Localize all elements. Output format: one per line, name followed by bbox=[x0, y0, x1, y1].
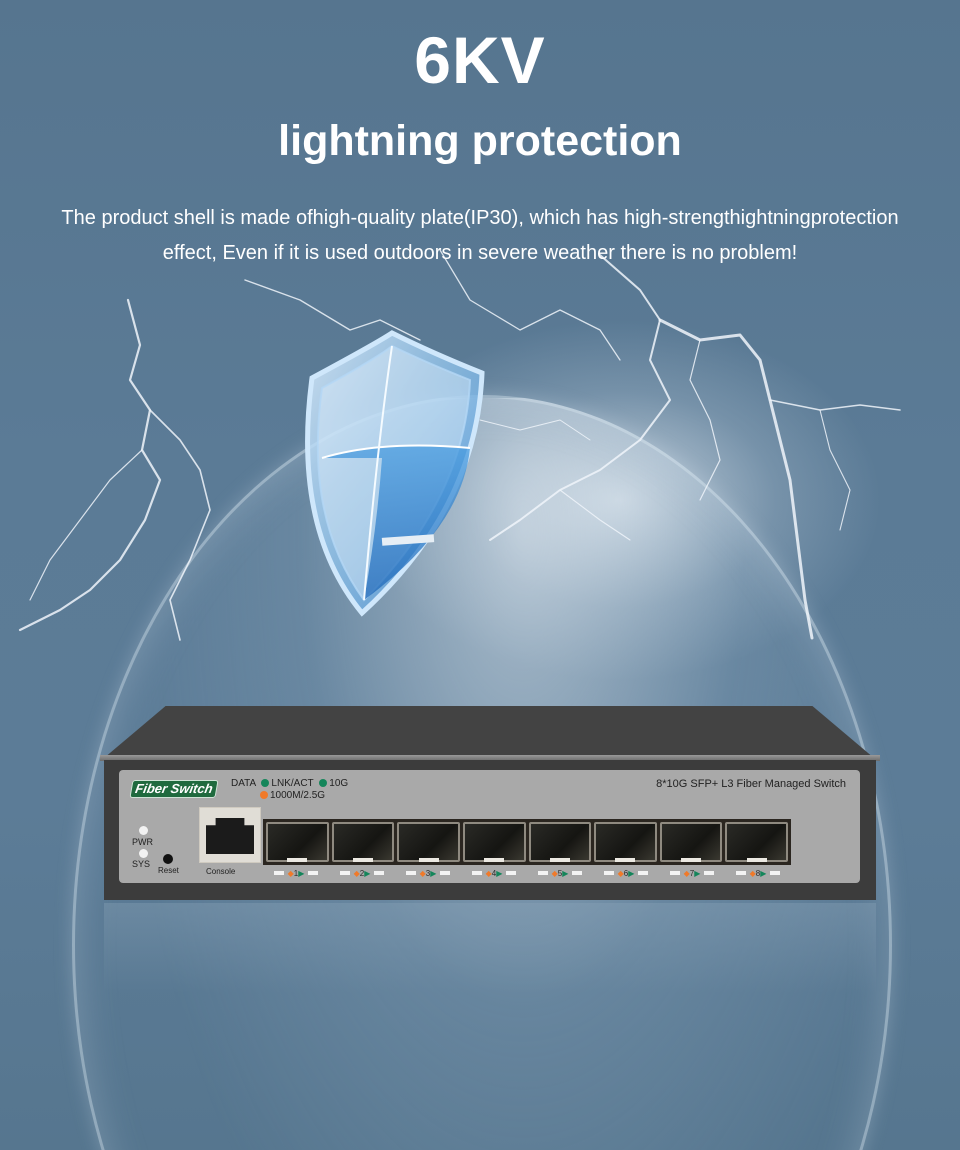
page-title: 6KV bbox=[414, 23, 546, 97]
switch-chassis-edge bbox=[100, 755, 880, 761]
sfp-port-5[interactable] bbox=[528, 822, 592, 862]
port-label: ◆1▶ bbox=[263, 869, 329, 878]
green-led-dot-icon bbox=[261, 779, 270, 787]
sfp-port-bank bbox=[263, 819, 791, 865]
legend-lnk-act: LNK/ACT bbox=[271, 778, 314, 789]
port-label: ◆8▶ bbox=[725, 869, 791, 878]
sfp-port-7[interactable] bbox=[659, 822, 723, 862]
port-label: ◆6▶ bbox=[593, 869, 659, 878]
switch-reflection bbox=[104, 903, 876, 993]
port-label: ◆5▶ bbox=[527, 869, 593, 878]
sfp-port-8[interactable] bbox=[725, 822, 788, 862]
port-label: ◆4▶ bbox=[461, 869, 527, 878]
legend-10g: 10G bbox=[329, 778, 349, 789]
port-label: ◆2▶ bbox=[329, 869, 395, 878]
pwr-led-icon bbox=[139, 826, 148, 835]
sys-led-icon bbox=[139, 849, 148, 858]
console-port[interactable] bbox=[199, 807, 261, 863]
switch-chassis-top bbox=[104, 706, 874, 758]
brand-badge: Fiber Switch bbox=[129, 780, 219, 798]
port-label: ◆7▶ bbox=[659, 869, 725, 878]
legend-data-label: DATA bbox=[231, 778, 256, 789]
model-label: 8*10G SFP+ L3 Fiber Managed Switch bbox=[656, 778, 846, 790]
reset-button[interactable] bbox=[163, 854, 173, 864]
led-legend: DATA LNK/ACT 10G 1000M/2.5G bbox=[231, 778, 348, 802]
console-label: Console bbox=[206, 867, 236, 876]
pwr-label: PWR bbox=[132, 837, 153, 847]
sys-label: SYS bbox=[132, 859, 151, 869]
description: The product shell is made ofhigh-quality… bbox=[0, 201, 960, 271]
description-line-2: effect, Even if it is used outdoors in s… bbox=[162, 242, 798, 264]
green-led-dot-icon bbox=[319, 779, 328, 787]
sfp-port-1[interactable] bbox=[266, 822, 329, 862]
port-labels: ◆1▶ ◆2▶ ◆3▶ ◆4▶ ◆5▶ ◆6▶ ◆7▶ ◆8▶ bbox=[263, 869, 791, 878]
sfp-port-3[interactable] bbox=[397, 822, 460, 862]
page-subtitle: lightning protection bbox=[278, 117, 682, 165]
shield-icon bbox=[305, 330, 485, 617]
sfp-port-2[interactable] bbox=[331, 822, 395, 862]
reset-label: Reset bbox=[158, 866, 179, 875]
sfp-port-4[interactable] bbox=[462, 822, 526, 862]
port-label: ◆3▶ bbox=[395, 869, 461, 878]
rj45-jack-icon bbox=[206, 818, 254, 854]
sfp-port-6[interactable] bbox=[594, 822, 657, 862]
description-line-1: The product shell is made ofhigh-quality… bbox=[61, 207, 899, 229]
legend-1000m: 1000M/2.5G bbox=[270, 790, 326, 801]
orange-led-dot-icon bbox=[260, 791, 268, 799]
switch-front-panel: Fiber Switch DATA LNK/ACT 10G 1000M/2.5G… bbox=[119, 770, 860, 883]
